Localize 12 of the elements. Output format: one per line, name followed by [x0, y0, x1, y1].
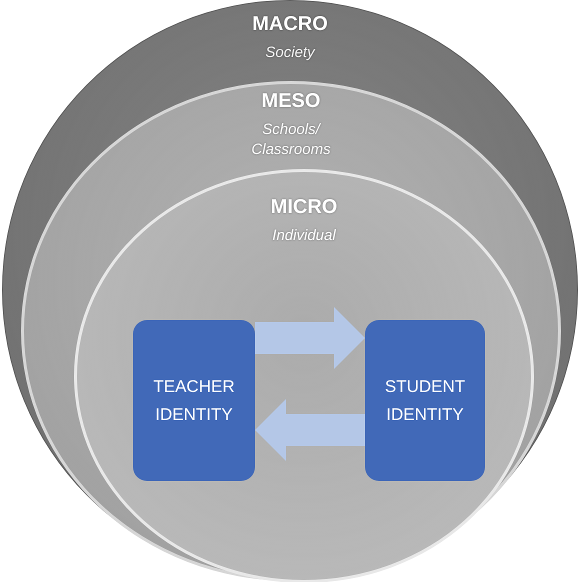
level-description: Schools/ Classrooms [250, 120, 332, 160]
level-description: Society [264, 43, 316, 63]
level-heading: MICRO [270, 195, 338, 220]
box-label: TEACHER IDENTITY [152, 376, 236, 426]
level-heading: MACRO [252, 12, 328, 37]
block-arrow [255, 399, 365, 461]
block-arrow [255, 307, 365, 369]
identity-box [133, 320, 255, 481]
identity-box [365, 320, 485, 481]
level-heading: MESO [262, 89, 320, 114]
level-description: Individual [271, 226, 337, 246]
box-label: STUDENT IDENTITY [384, 376, 466, 426]
